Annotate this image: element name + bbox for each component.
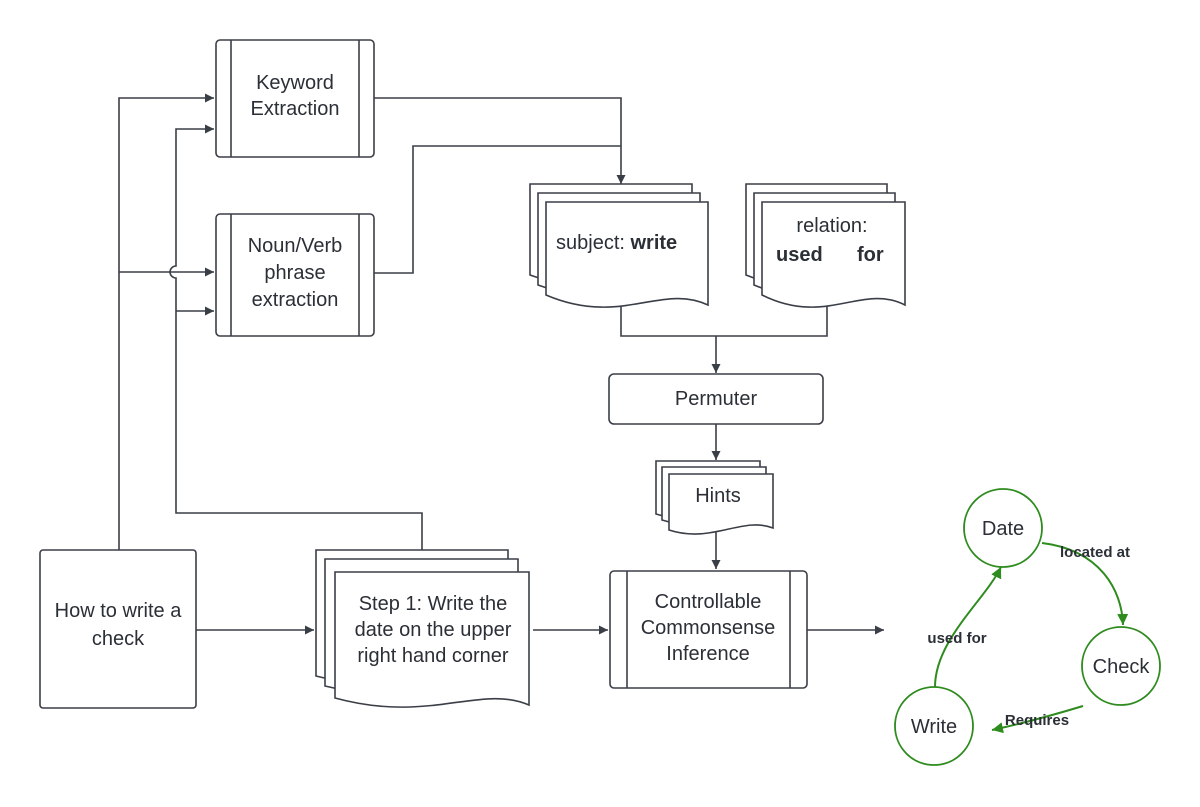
subject-document: subject: write bbox=[529, 183, 709, 308]
edge-docs-merge bbox=[620, 305, 828, 337]
inference-box: Controllable Commonsense Inference bbox=[609, 570, 808, 689]
edge-input-to-keyword bbox=[118, 93, 214, 550]
phrase-label-line-2: phrase bbox=[264, 262, 325, 284]
edge-phrase-to-subject bbox=[374, 145, 621, 274]
relation-value-b: for bbox=[857, 244, 884, 266]
keyword-label-line-1: Keyword bbox=[256, 72, 334, 94]
graph-node-write: Write bbox=[894, 686, 974, 766]
graph-node-date-label: Date bbox=[982, 518, 1024, 540]
relation-document: relation: used for bbox=[745, 183, 906, 308]
edge-label-used-for: used for bbox=[927, 630, 986, 647]
edge-requires bbox=[991, 705, 1084, 734]
input-label-line-1: How to write a bbox=[55, 600, 183, 622]
edge-located-at bbox=[1041, 542, 1129, 626]
input-label-line-2: check bbox=[92, 628, 145, 650]
step-document: Step 1: Write the date on the upper righ… bbox=[315, 549, 530, 708]
phrase-label-line-3: extraction bbox=[252, 289, 339, 311]
subject-text: subject: write bbox=[556, 232, 677, 254]
inference-line-2: Commonsense bbox=[641, 617, 776, 639]
knowledge-graph: located at Requires used for Date Check … bbox=[894, 488, 1161, 766]
keyword-label-line-2: Extraction bbox=[251, 98, 340, 120]
edge-step-to-keyword bbox=[169, 124, 423, 550]
hints-label: Hints bbox=[695, 485, 741, 507]
permuter-box: Permuter bbox=[608, 373, 824, 425]
phrase-extraction-box: Noun/Verb phrase extraction bbox=[215, 213, 375, 337]
phrase-label-line-1: Noun/Verb bbox=[248, 235, 343, 257]
step-line-2: date on the upper bbox=[355, 619, 512, 641]
edge-label-located-at: located at bbox=[1060, 544, 1130, 561]
graph-node-date: Date bbox=[963, 488, 1043, 568]
edge-label-requires: Requires bbox=[1005, 712, 1069, 729]
connectors bbox=[118, 93, 884, 635]
edge-keyword-to-subject bbox=[374, 97, 626, 184]
relation-label: relation: bbox=[796, 215, 867, 237]
input-box: How to write a check bbox=[39, 549, 197, 709]
relation-value-a: used bbox=[776, 244, 823, 266]
inference-line-1: Controllable bbox=[655, 591, 762, 613]
hints-document: Hints bbox=[655, 460, 774, 535]
keyword-extraction-box: Keyword Extraction bbox=[215, 39, 375, 158]
graph-node-check: Check bbox=[1081, 626, 1161, 706]
step-line-1: Step 1: Write the bbox=[359, 593, 508, 615]
graph-node-write-label: Write bbox=[911, 716, 957, 738]
edge-used-for bbox=[934, 566, 1002, 688]
permuter-label: Permuter bbox=[675, 388, 758, 410]
inference-line-3: Inference bbox=[666, 643, 749, 665]
subject-value: write bbox=[629, 232, 677, 254]
subject-prefix: subject: bbox=[556, 232, 630, 254]
step-line-3: right hand corner bbox=[357, 645, 509, 667]
graph-node-check-label: Check bbox=[1093, 656, 1151, 678]
